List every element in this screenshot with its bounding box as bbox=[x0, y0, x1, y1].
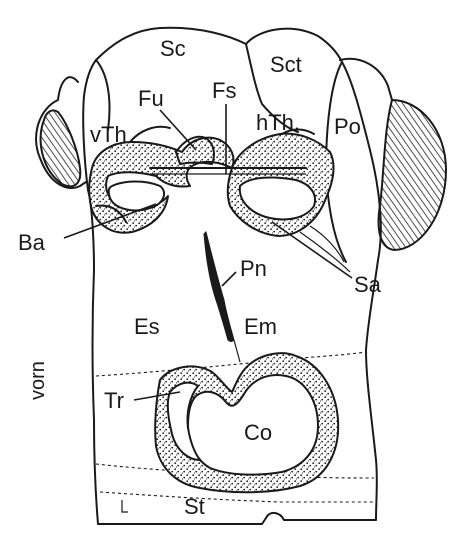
label-es: Es bbox=[134, 314, 160, 339]
body-outline bbox=[82, 26, 382, 525]
label-ba: Ba bbox=[18, 230, 46, 255]
label-sa: Sa bbox=[354, 272, 382, 297]
label-po: Po bbox=[334, 114, 361, 139]
brain-wall-left bbox=[88, 136, 235, 234]
label-fu: Fu bbox=[138, 86, 164, 111]
left-appendage-hatched bbox=[39, 109, 82, 188]
right-appendage-hatched bbox=[377, 98, 448, 252]
pn-tip bbox=[233, 339, 241, 363]
pn-structure bbox=[203, 231, 235, 342]
leader-ba bbox=[63, 203, 157, 239]
ba-lower-boundary bbox=[95, 204, 127, 223]
left-flap bbox=[95, 59, 111, 131]
dashed-upper bbox=[95, 351, 367, 377]
left-appendage bbox=[35, 76, 87, 189]
sa-contour-2 bbox=[309, 225, 345, 263]
vth-ridge bbox=[129, 125, 171, 143]
label-sc: Sc bbox=[160, 36, 186, 61]
label-vorn: vorn bbox=[27, 361, 49, 400]
sa-contour bbox=[299, 231, 351, 273]
right-appendage-outline bbox=[339, 57, 393, 101]
bottom-tick bbox=[121, 500, 128, 513]
leader-fu bbox=[159, 109, 197, 151]
label-vth: vTh bbox=[90, 122, 127, 147]
leader-tr bbox=[133, 391, 181, 401]
hth-ridge bbox=[281, 128, 315, 135]
funnel bbox=[175, 135, 215, 165]
sc-sct-boundary bbox=[245, 43, 299, 133]
brain-cavity-left bbox=[107, 180, 166, 212]
label-hth: hTh. bbox=[256, 110, 300, 135]
label-fs: Fs bbox=[212, 78, 236, 103]
tr-lining bbox=[166, 381, 203, 462]
leader-sa bbox=[271, 221, 353, 279]
label-sct: Sct bbox=[270, 52, 302, 77]
brain-cavity-right bbox=[238, 176, 316, 221]
dashed-bottom bbox=[99, 491, 374, 503]
label-st: St bbox=[184, 494, 205, 519]
leader-pn bbox=[221, 271, 237, 287]
label-co: Co bbox=[244, 420, 272, 445]
label-pn: Pn bbox=[240, 256, 267, 281]
label-tr: Tr bbox=[104, 388, 124, 413]
label-em: Em bbox=[244, 314, 277, 339]
